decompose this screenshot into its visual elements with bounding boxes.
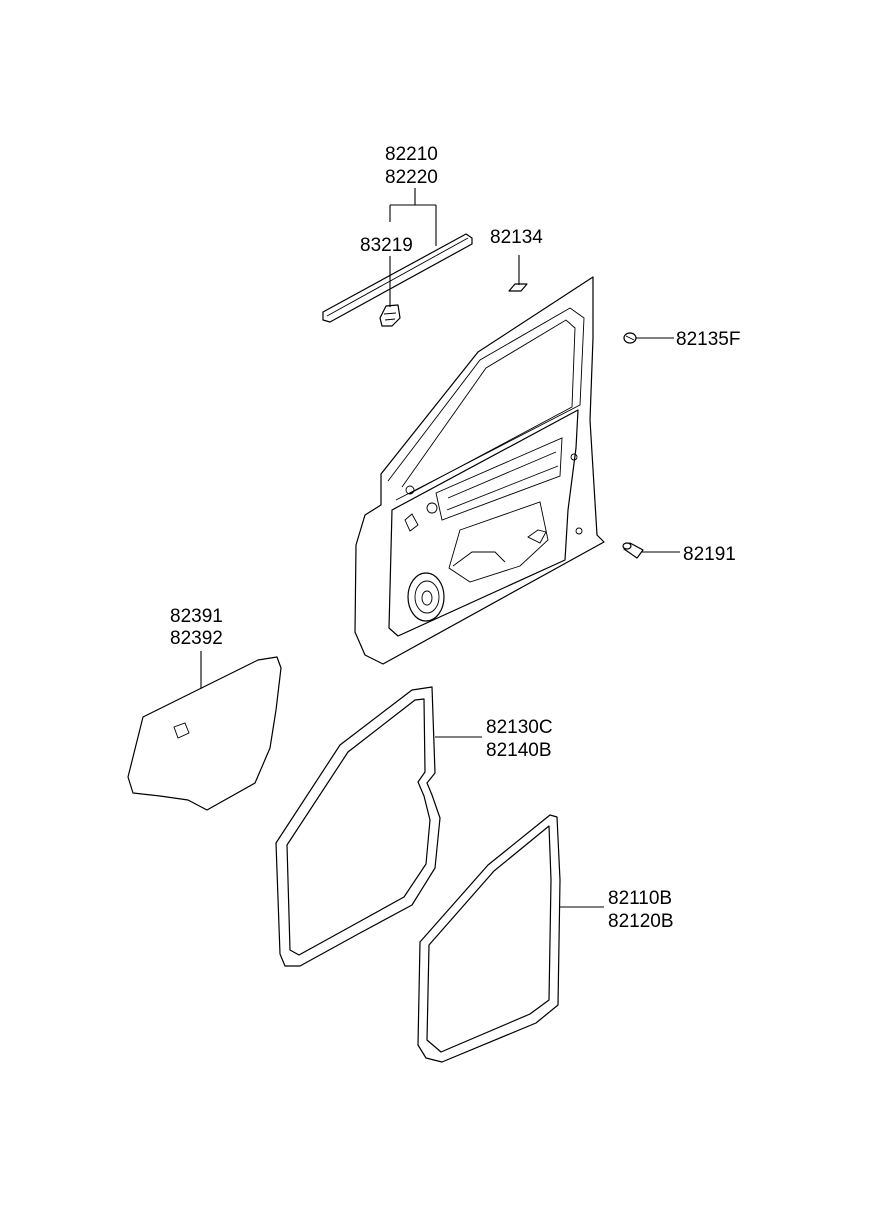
- label-83219: 83219: [360, 235, 413, 256]
- plug-82134-part: [508, 283, 528, 292]
- label-82110b: 82110B: [608, 888, 672, 909]
- front-door-panel: [354, 276, 605, 665]
- label-82130c: 82130C: [486, 717, 553, 738]
- label-82140b: 82140B: [486, 740, 552, 761]
- outer-belt-weatherstrip: [322, 233, 473, 323]
- part-number-labels: 82210 82220 83219 82134 82135F 82191 823…: [170, 144, 740, 932]
- label-82220: 82220: [385, 167, 438, 188]
- label-82134: 82134: [490, 227, 543, 248]
- label-82135f: 82135F: [676, 329, 740, 350]
- door-side-weatherstrip: [417, 814, 561, 1063]
- plug-82135f-part: [623, 332, 637, 344]
- plug-82191-part: [622, 542, 644, 559]
- clip-part: [379, 304, 401, 327]
- label-82210: 82210: [385, 144, 438, 165]
- label-82120b: 82120B: [608, 911, 674, 932]
- door-sealing-cover: [127, 656, 282, 811]
- leader-lines: [200, 188, 680, 908]
- body-side-weatherstrip: [275, 686, 441, 967]
- label-82191: 82191: [683, 544, 736, 565]
- label-82391: 82391: [170, 606, 223, 627]
- label-82392: 82392: [170, 628, 223, 649]
